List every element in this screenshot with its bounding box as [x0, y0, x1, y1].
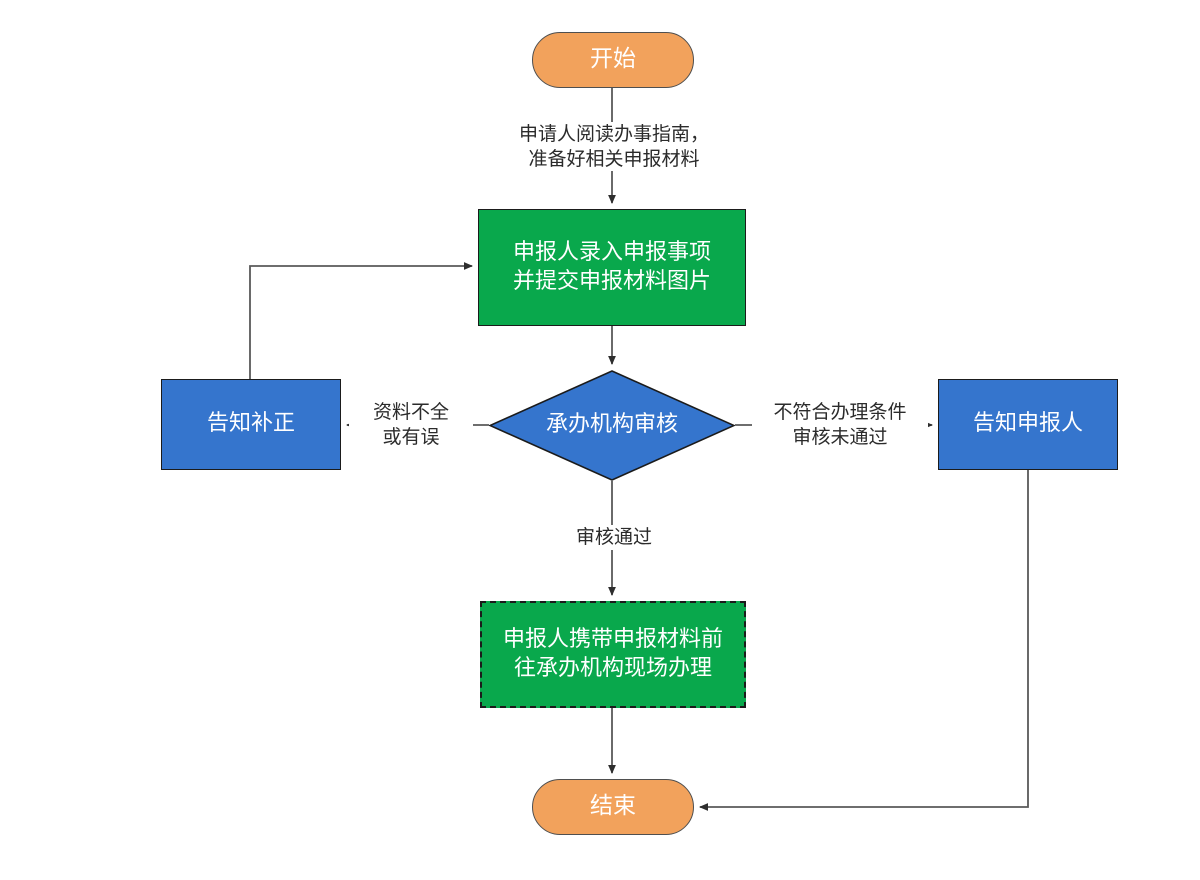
edge-label-review-approved: 审核通过 [557, 525, 671, 550]
node-start[interactable]: 开始 [532, 32, 694, 88]
diamond-shape [489, 370, 735, 481]
edge-label-review-rejected: 不符合办理条件 审核未通过 [752, 400, 928, 450]
node-notify-correction-label: 告知补正 [206, 411, 295, 437]
node-start-label: 开始 [590, 46, 636, 73]
node-notify-applicant[interactable]: 告知申报人 [938, 379, 1118, 470]
edge-notify-user-to-end [699, 470, 1029, 811]
node-onsite-processing[interactable]: 申报人携带申报材料前 往承办机构现场办理 [480, 601, 746, 708]
node-end[interactable]: 结束 [532, 779, 694, 835]
node-submit-declaration-label: 申报人录入申报事项 并提交申报材料图片 [512, 240, 711, 294]
edge-label-prepare-materials: 申请人阅读办事指南， 准备好相关申报材料 [462, 122, 766, 172]
node-submit-declaration[interactable]: 申报人录入申报事项 并提交申报材料图片 [478, 209, 746, 326]
node-notify-correction[interactable]: 告知补正 [161, 379, 341, 470]
node-end-label: 结束 [590, 793, 636, 820]
node-agency-review-label: 承办机构审核 [545, 412, 678, 438]
node-notify-applicant-label: 告知申报人 [972, 411, 1083, 437]
node-onsite-processing-label: 申报人携带申报材料前 往承办机构现场办理 [502, 627, 723, 681]
node-agency-review[interactable]: 承办机构审核 [489, 370, 735, 481]
edge-notify-fix-to-submit [249, 262, 473, 379]
edge-label-incomplete-materials: 资料不全 或有误 [349, 400, 473, 450]
